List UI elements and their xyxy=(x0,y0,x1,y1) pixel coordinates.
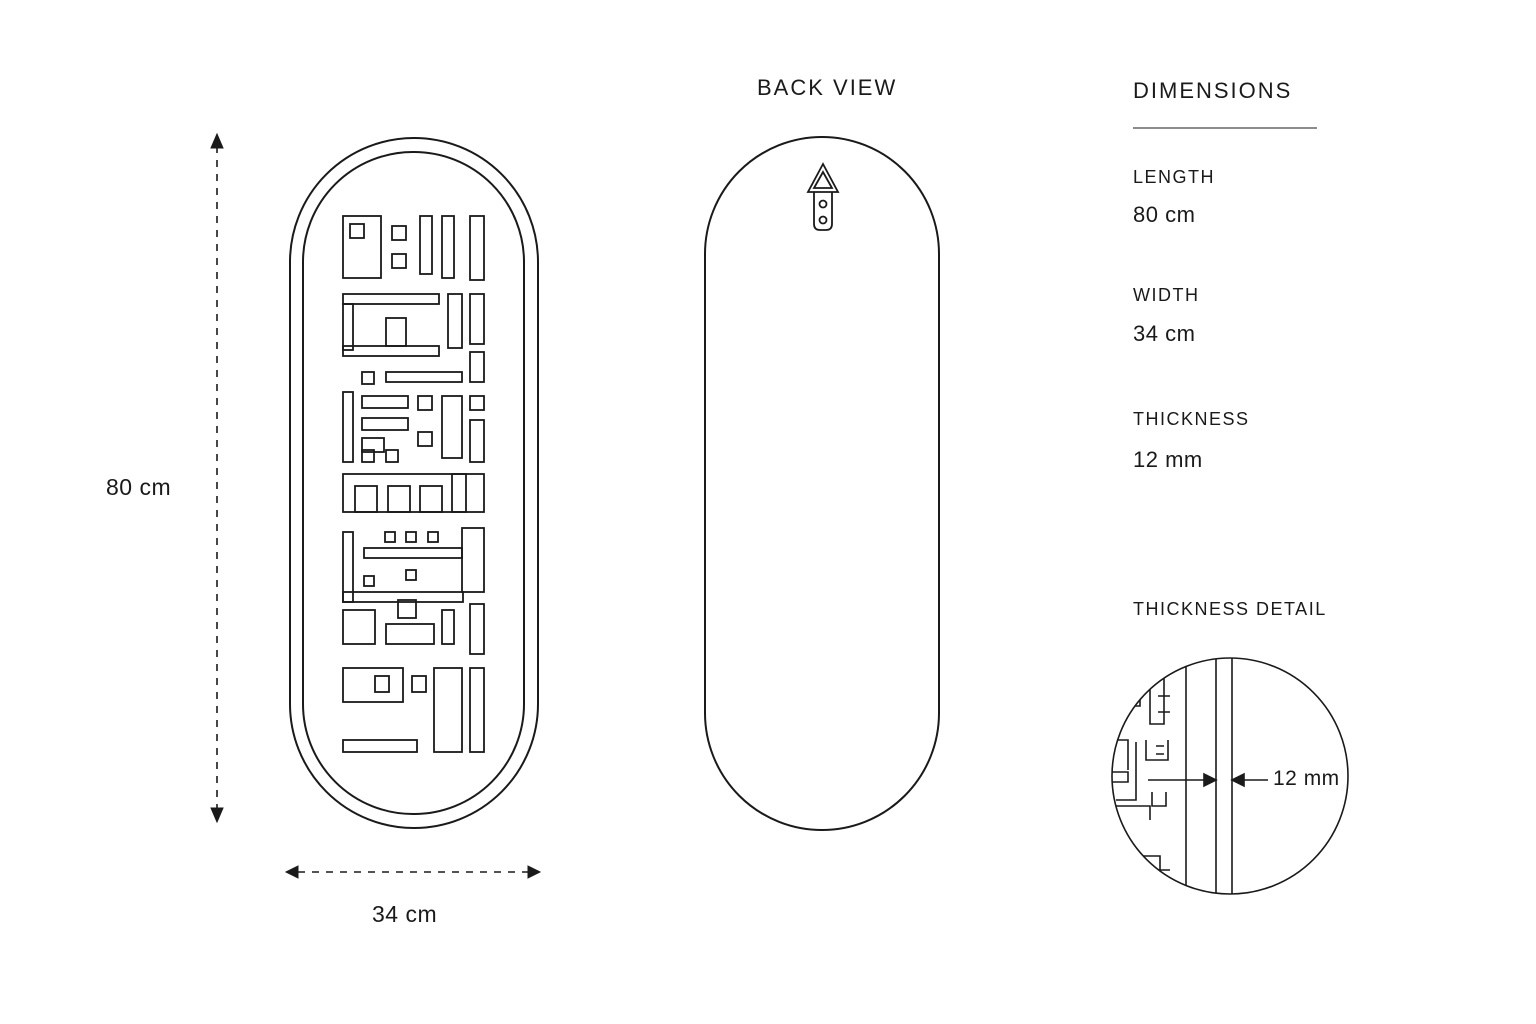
thickness-detail-heading: THICKNESS DETAIL xyxy=(1133,599,1327,619)
height-label: 80 cm xyxy=(106,474,172,500)
front-view xyxy=(289,137,539,829)
back-view-title: BACK VIEW xyxy=(757,75,898,100)
outer-frame xyxy=(289,137,539,829)
back-view xyxy=(704,136,940,831)
width-value: 34 cm xyxy=(1133,321,1196,346)
length-label: LENGTH xyxy=(1133,167,1216,187)
inner-frame xyxy=(302,151,525,815)
thickness-label: THICKNESS xyxy=(1133,409,1250,429)
height-dimension xyxy=(210,132,224,824)
width-label: 34 cm xyxy=(372,901,438,927)
kufic-calligraphy xyxy=(342,215,485,753)
sawtooth-hanger-icon xyxy=(806,162,840,231)
length-value: 80 cm xyxy=(1133,202,1196,227)
dimensions-heading: DIMENSIONS xyxy=(1133,78,1293,103)
thickness-value: 12 mm xyxy=(1133,447,1203,472)
detail-magnifier-circle xyxy=(1111,657,1349,895)
thickness-arrows xyxy=(1148,772,1268,788)
thickness-callout: 12 mm xyxy=(1273,767,1340,790)
back-panel-outline xyxy=(704,136,940,831)
width-dimension xyxy=(284,865,542,879)
width-label-spec: WIDTH xyxy=(1133,285,1200,305)
